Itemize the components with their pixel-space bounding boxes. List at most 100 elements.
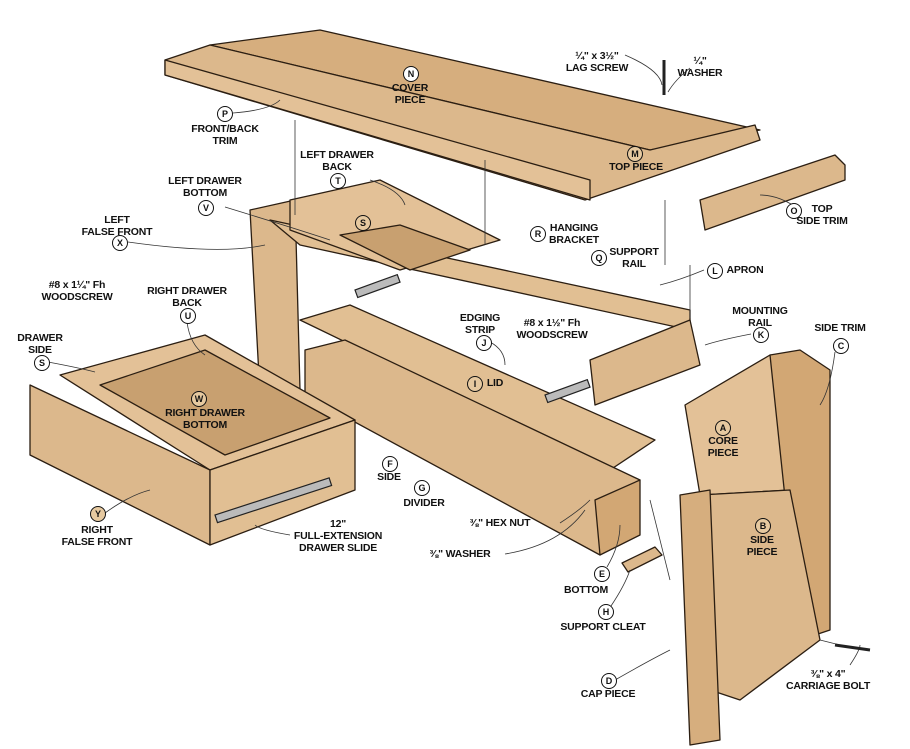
part-marker-o: O [786,203,802,219]
part-marker-k: K [753,327,769,343]
support-cleat [621,546,663,573]
part-marker-n: N [403,66,419,82]
label-line: LEFT DRAWER [168,175,242,187]
part-marker-s-drawer-side: S [34,355,50,371]
part-marker-j: J [476,335,492,351]
part-marker-v: V [198,200,214,216]
label-line: 12" [329,518,347,530]
label-lag-screw: ¼" x 3½"LAG SCREW [565,50,629,74]
part-marker-e: E [594,566,610,582]
cap-piece [679,489,721,746]
label-line: ¼" x 3½" [575,50,619,62]
label-line: RIGHT DRAWER [165,407,245,419]
label-line: BOTTOM [563,584,609,596]
label-line: #8 x 1½" Fh [523,317,581,329]
label-line: SUPPORT CLEAT [560,621,646,633]
label-line: LAG SCREW [565,62,629,74]
label-line: CARRIAGE BOLT [785,680,871,692]
label-line: COVER [391,82,429,94]
label-line: PIECE [707,447,739,459]
label-line: CORE [708,435,738,447]
label-line: SIDE [28,344,52,356]
label-line: DRAWER SLIDE [298,542,378,554]
right-drawer-bottom [99,349,331,456]
top-side-trim [699,154,846,231]
part-marker-y: Y [90,506,106,522]
label-support-cleat: SUPPORT CLEAT [560,621,645,633]
label-line: BOTTOM [182,419,228,431]
label-line: STRIP [465,324,495,336]
label-line: BRACKET [549,234,599,246]
label-line: SIDE TRIM [796,215,848,227]
label-line: RIGHT DRAWER [147,285,227,297]
label-line: BOTTOM [182,187,228,199]
label-apron: APRON [727,264,764,276]
label-line: LEFT [104,214,130,226]
label-side: SIDE [377,471,401,483]
part-marker-b: B [755,518,771,534]
mounting-rail [589,319,701,406]
label-line: WOODSCREW [516,329,588,341]
part-marker-u: U [180,308,196,324]
label-cap-piece: CAP PIECE [581,688,636,700]
part-marker-x: X [112,235,128,251]
part-marker-m: M [627,146,643,162]
label-lid: LID [486,377,504,389]
label-line: CAP PIECE [580,688,636,700]
label-bottom: BOTTOM [564,584,608,596]
part-marker-r: R [530,226,546,242]
label-line: TOP [811,203,833,215]
label-quarter-washer: ¼"WASHER [678,55,723,79]
label-line: RAIL [748,317,772,329]
front-back-trim [164,59,591,201]
label-line: #8 x 1¼" Fh [48,279,106,291]
part-marker-l: L [707,263,723,279]
label-line: APRON [726,264,764,276]
label-line: SUPPORT [609,246,659,258]
label-line: ⅜" WASHER [429,548,491,560]
label-line: PIECE [746,546,778,558]
label-line: BACK [172,297,202,309]
label-line: WASHER [677,67,723,79]
part-marker-h: H [598,604,614,620]
part-marker-s-left-drawer: S [355,215,371,231]
left-drawer-bottom [339,224,471,271]
label-line: SIDE [377,471,401,483]
label-line: EDGING [459,312,501,324]
label-line: LID [486,377,504,389]
part-marker-g: G [414,480,430,496]
part-marker-w: W [191,391,207,407]
label-hex-nut: ⅜" HEX NUT [470,517,531,529]
label-line: SIDE [750,534,774,546]
label-line: TRIM [212,135,238,147]
bottom-end [594,479,641,556]
label-line: FULL-EXTENSION [293,530,383,542]
part-marker-t: T [330,173,346,189]
label-washer-3-8: ⅜" WASHER [430,548,491,560]
label-line: FALSE FRONT [81,226,153,238]
label-line: RIGHT [81,524,113,536]
label-line: SIDE TRIM [814,322,866,334]
label-line: DIVIDER [403,497,445,509]
part-marker-f: F [382,456,398,472]
